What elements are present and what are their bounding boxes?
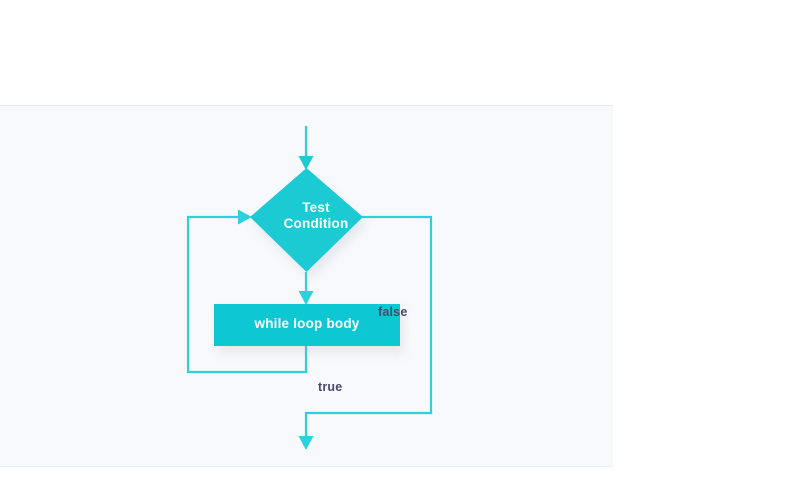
node-test-condition-shape[interactable] bbox=[250, 168, 363, 272]
node-while-loop-body-label: while loop body bbox=[254, 316, 360, 331]
edge-entry-arrow bbox=[298, 126, 314, 170]
test-condition-line-1: Test bbox=[302, 200, 330, 215]
edge-loop-terminates bbox=[298, 411, 433, 450]
edge-false-branch bbox=[361, 215, 433, 415]
edge-label-true: true bbox=[318, 380, 343, 394]
flowchart-panel: Test Condition while loop body false tru… bbox=[0, 105, 613, 467]
edge-loop-back bbox=[186, 209, 308, 374]
edge-true-branch bbox=[298, 272, 314, 305]
test-condition-line-2: Condition bbox=[283, 216, 349, 231]
edge-label-false: false bbox=[378, 305, 408, 319]
flowchart-svg bbox=[186, 126, 433, 450]
node-while-loop-body-shape[interactable] bbox=[214, 304, 400, 346]
node-test-condition-label: Test Condition bbox=[281, 200, 351, 232]
